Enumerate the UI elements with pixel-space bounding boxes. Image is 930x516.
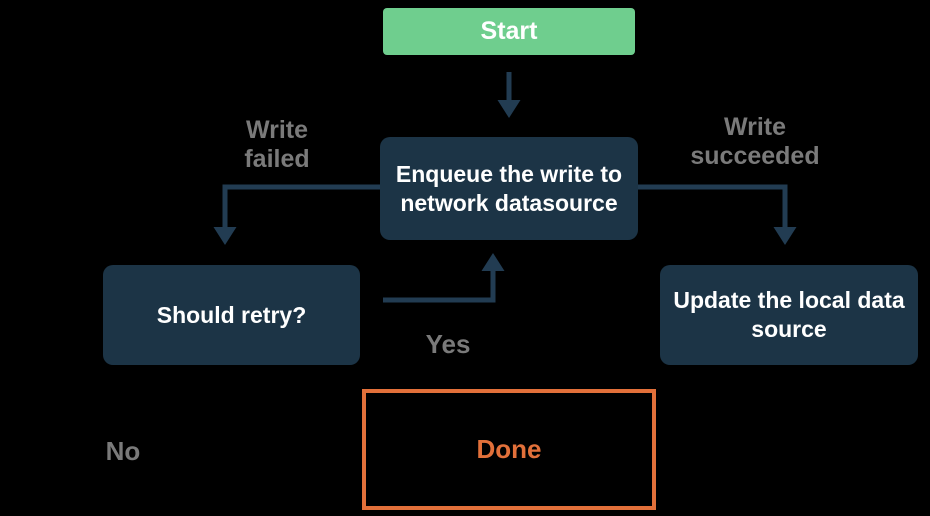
node-should-retry-label: Should retry? [156,301,307,328]
arrow-start-to-enqueue [497,72,521,118]
edge-label-write-failed: Write failed [244,116,310,173]
edge-label-write-succeeded: Write succeeded [690,113,820,170]
node-done: Done [362,389,656,510]
node-enqueue-write: Enqueue the write to network datasource [380,137,638,240]
node-update-local-data-label: Update the local data source [673,287,905,342]
node-start: Start [383,8,635,55]
node-enqueue-write-label: Enqueue the write to network datasource [395,160,623,216]
edge-label-no: No [105,436,141,466]
node-start-label: Start [480,16,538,45]
arrow-enqueue-to-should-retry [213,184,380,245]
node-update-local-data: Update the local data source [660,265,918,365]
edge-label-yes: Yes [425,329,471,359]
node-should-retry: Should retry? [103,265,360,365]
node-done-label: Done [476,434,542,465]
arrow-enqueue-to-update-local [638,184,797,245]
arrow-should-retry-to-enqueue [383,253,505,303]
